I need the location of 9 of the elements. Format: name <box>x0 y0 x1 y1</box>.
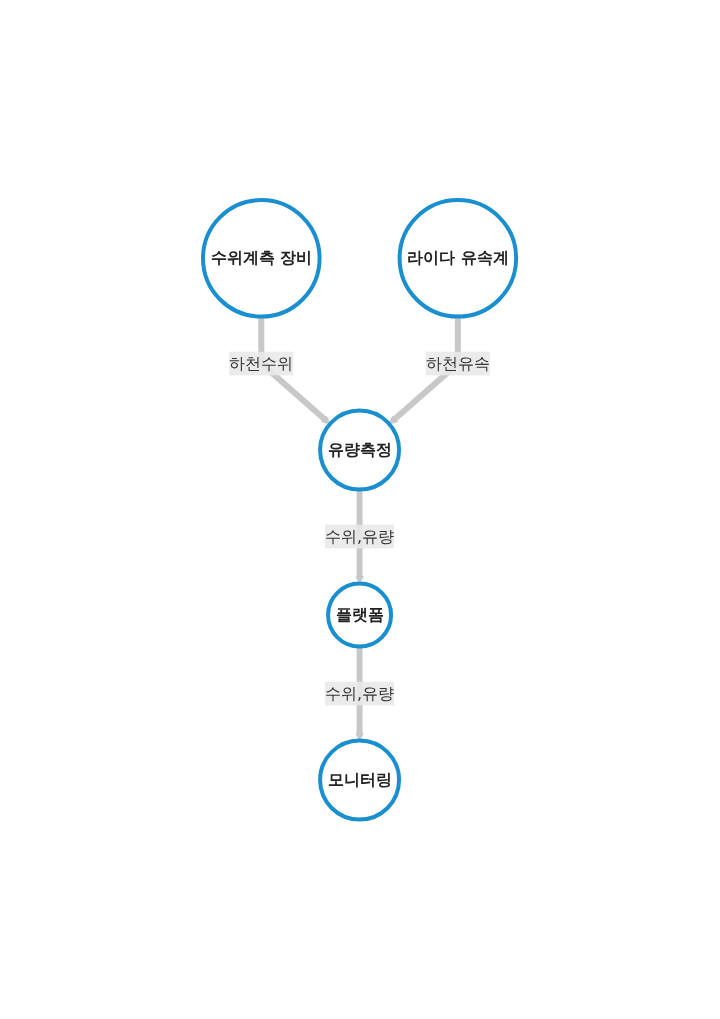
node-circle: 모니터링 <box>318 738 402 822</box>
edge-label: 하천수위 <box>229 353 294 373</box>
edge-label: 수위,유량 <box>325 683 395 703</box>
node-circle: 플랫폼 <box>326 581 394 649</box>
edge-label: 하천유속 <box>426 353 491 373</box>
node-circle: 라이다 유속계 <box>398 197 519 319</box>
node-circle: 유량측정 <box>318 408 402 492</box>
edge-label: 수위,유량 <box>325 526 395 546</box>
node-circle: 수위계측 장비 <box>201 197 322 319</box>
